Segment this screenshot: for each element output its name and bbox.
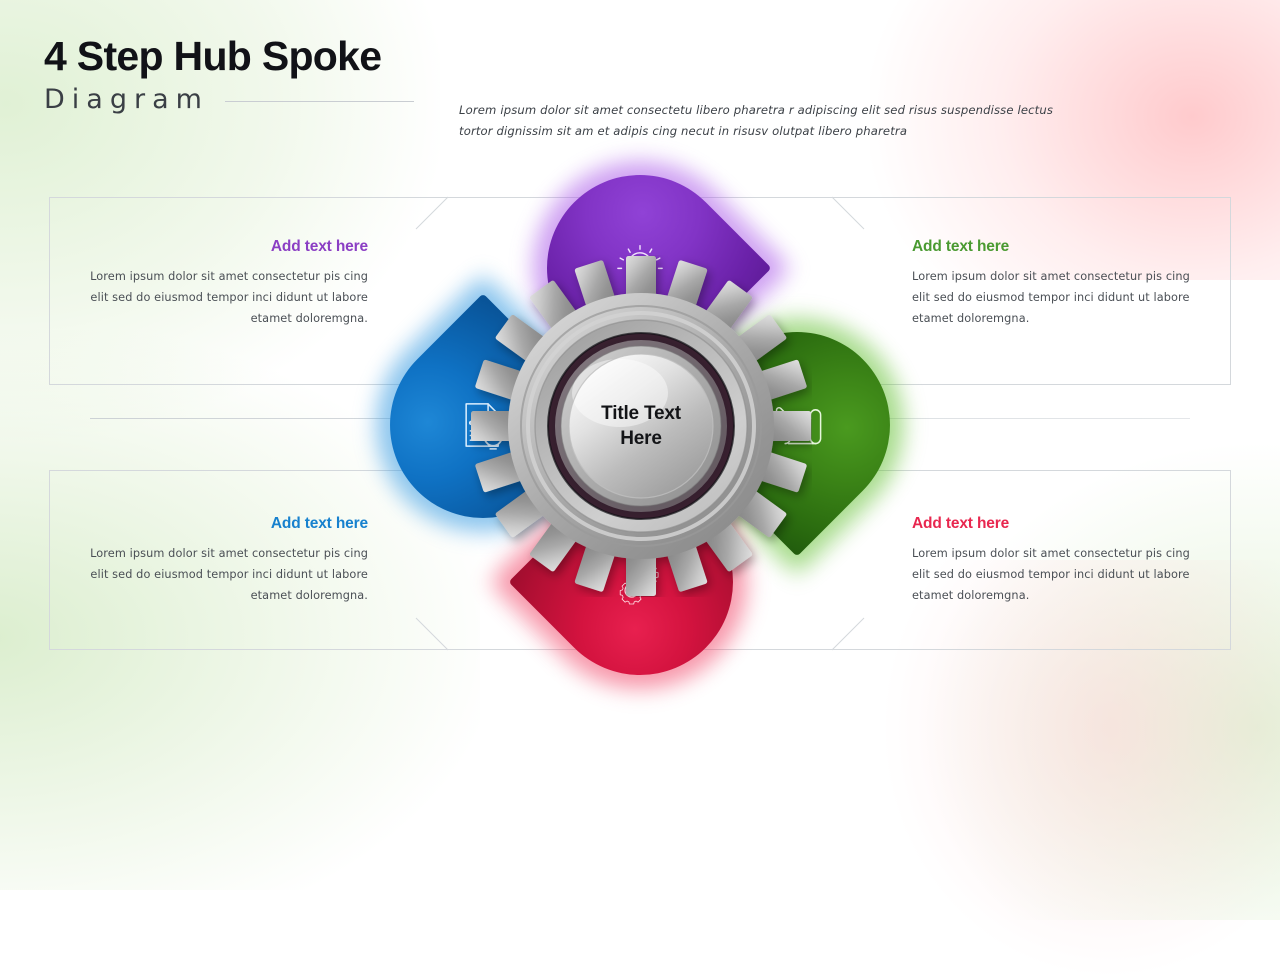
central-gear[interactable] — [470, 255, 812, 597]
page-subtitle: Diagram — [44, 84, 209, 116]
step-heading-bottom-left: Add text here — [270, 515, 368, 532]
page-header: 4 Step Hub Spoke Diagram — [44, 34, 414, 115]
step-body-top-left: Lorem ipsum dolor sit amet consectetur p… — [90, 270, 368, 325]
title-divider-rule — [224, 101, 414, 103]
step-text-top-left: Add text here Lorem ipsum dolor sit amet… — [82, 238, 368, 330]
step-text-bottom-right: Add text here Lorem ipsum dolor sit amet… — [912, 515, 1198, 607]
step-body-top-right: Lorem ipsum dolor sit amet consectetur p… — [912, 270, 1190, 325]
page-subtitle-row: Diagram — [44, 84, 414, 115]
step-heading-top-right: Add text here — [912, 238, 1010, 255]
page-title: 4 Step Hub Spoke — [44, 33, 382, 79]
step-text-bottom-left: Add text here Lorem ipsum dolor sit amet… — [82, 515, 368, 607]
connector-bottom-left — [404, 606, 449, 651]
connector-top-left — [404, 196, 449, 241]
connector-bottom-right — [831, 606, 876, 651]
step-heading-top-left: Add text here — [270, 238, 368, 255]
connector-top-right — [831, 196, 876, 241]
header-description: Lorem ipsum dolor sit amet consectetu li… — [459, 103, 1054, 138]
step-text-top-right: Add text here Lorem ipsum dolor sit amet… — [912, 238, 1198, 330]
step-heading-bottom-right: Add text here — [912, 515, 1010, 532]
step-body-bottom-left: Lorem ipsum dolor sit amet consectetur p… — [90, 547, 368, 602]
step-body-bottom-right: Lorem ipsum dolor sit amet consectetur p… — [912, 547, 1190, 602]
